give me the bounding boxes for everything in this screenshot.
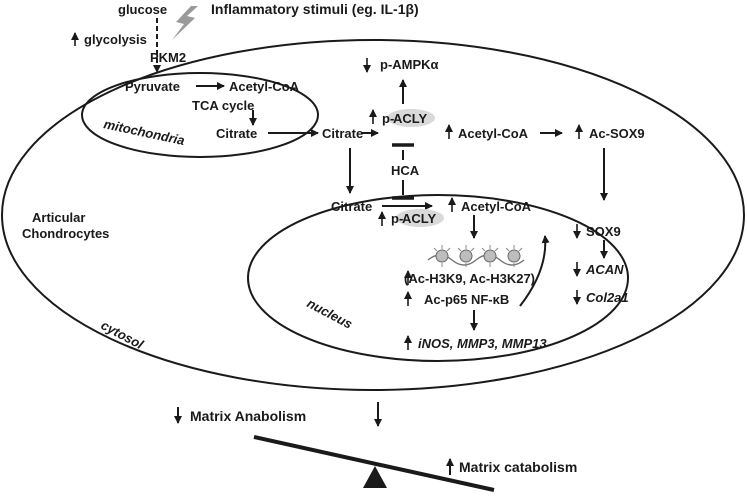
acan-label: ACAN [585,262,624,277]
acly-nuc-label: ACLY [402,211,437,226]
cytosol-label: cytosol [99,317,147,352]
hca-label: HCA [391,163,420,178]
p-acly-cyto-prefix: p- [382,111,394,126]
histone-marks-label: (Ac-H3K9, Ac-H3K27) [404,271,535,286]
matrix-anabolism-label: Matrix Anabolism [190,408,306,424]
acetylcoa-cyto-label: Acetyl-CoA [458,126,529,141]
histone-to-sox9-curve-arrow [519,235,550,307]
cell-membrane [1,39,745,391]
pkm2-label: PKM2 [150,50,186,65]
ac-p65-label: Ac-p65 NF-κB [424,292,509,307]
p-ampk-label: p-AMPKα [380,57,439,72]
matrix-catabolism-label: Matrix catabolism [459,459,577,475]
balance-fulcrum [363,466,387,488]
balance-beam [253,435,495,492]
chondrocytes-label: Chondrocytes [22,226,109,241]
nucleosome-icon [427,245,525,267]
col2a1-label: Col2a1 [586,290,629,305]
sox9-label: SOX9 [586,224,621,239]
lightning-bolt-icon [172,6,198,40]
inflammatory-stimuli-label: Inflammatory stimuli (eg. IL-1β) [211,1,419,17]
pyruvate-label: Pyruvate [125,79,180,94]
tca-cycle-label: TCA cycle [192,98,254,113]
glycolysis-label: glycolysis [84,32,147,47]
nucleus-outline [247,194,629,362]
citrate-mito-label: Citrate [216,126,257,141]
acly-cyto-label: ACLY [393,111,428,126]
mitochondria-outline [81,72,319,158]
acly-cyto-highlight [387,109,435,127]
acly-nuc-highlight [396,209,444,227]
articular-label: Articular [32,210,85,225]
ac-sox9-label: Ac-SOX9 [589,126,645,141]
p-acly-nuc-prefix: p- [391,211,403,226]
genes-label: iNOS, MMP3, MMP13 [418,336,547,351]
citrate-nuc-label: Citrate [331,199,372,214]
acetylcoa-mito-label: Acetyl-CoA [229,79,300,94]
citrate-cyto-label: Citrate [322,126,363,141]
glucose-label: glucose [118,2,167,17]
acetylcoa-nuc-label: Acetyl-CoA [461,199,532,214]
nucleus-label: nucleus [305,295,355,331]
